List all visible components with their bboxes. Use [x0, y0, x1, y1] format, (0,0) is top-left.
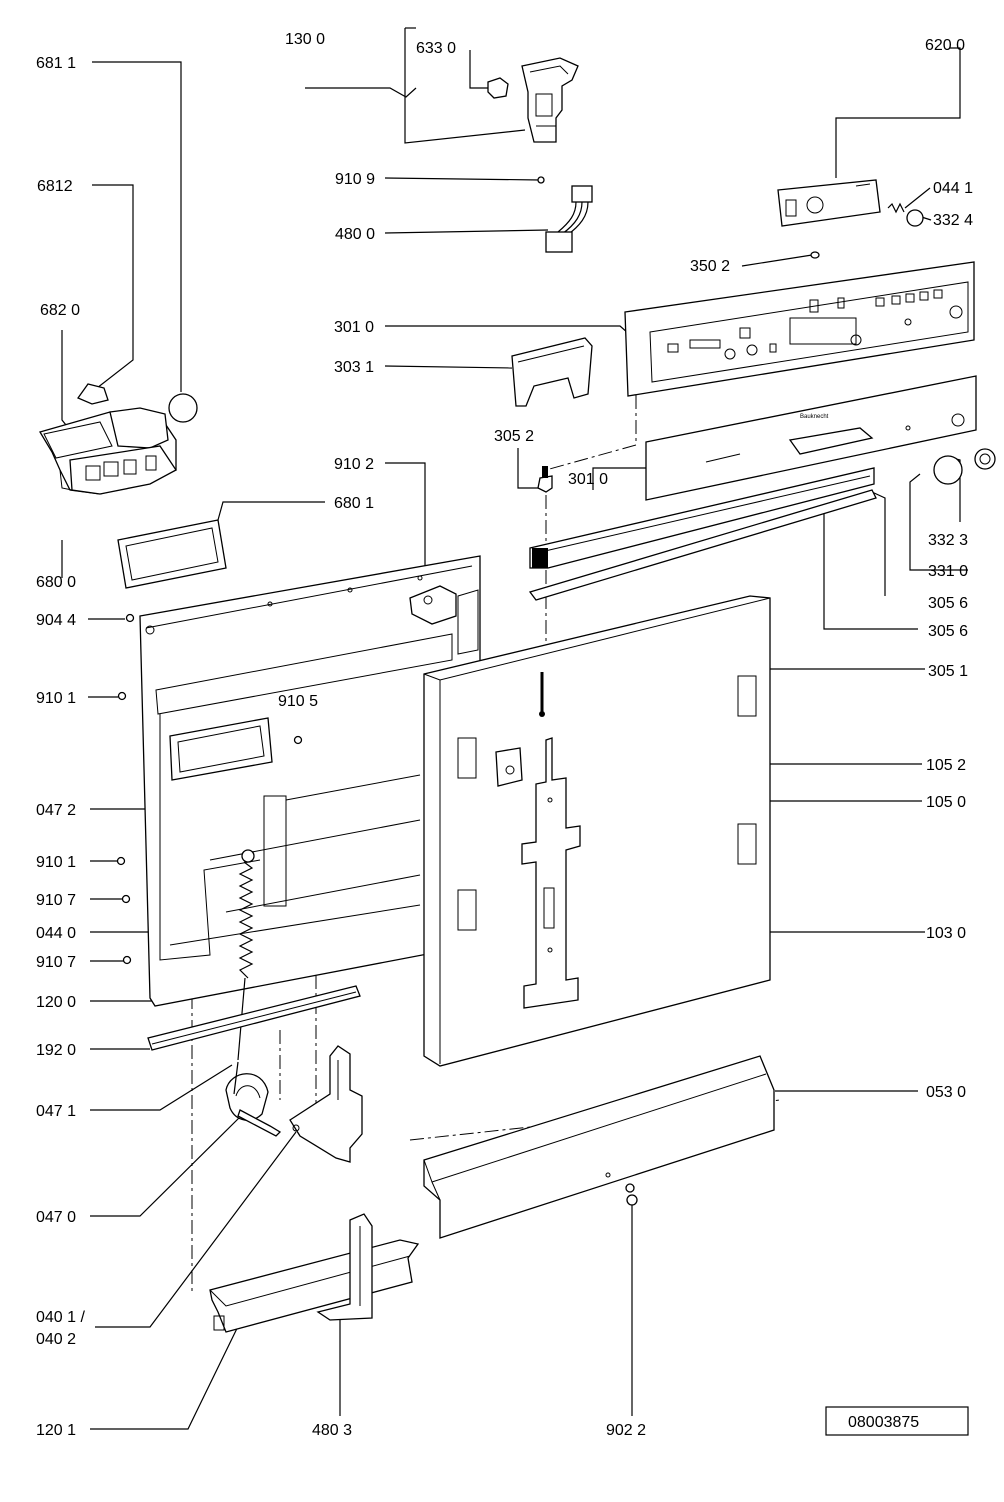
callout-3031: 303 1: [334, 359, 374, 376]
callout-1201: 120 1: [36, 1422, 76, 1439]
callout-0441: 044 1: [933, 180, 973, 197]
callout-3052: 305 2: [494, 428, 534, 445]
callout-6811: 681 1: [36, 55, 76, 72]
part-9102-hinge-bracket: [409, 585, 457, 625]
part-3324-button: [906, 209, 924, 227]
part-9107-screw-b: [122, 955, 132, 965]
callout-9107b: 910 7: [36, 954, 76, 971]
callout-1920: 192 0: [36, 1042, 76, 1059]
callout-9101a: 910 1: [36, 690, 76, 707]
callout-9109: 910 9: [335, 171, 375, 188]
callout-6330: 633 0: [416, 40, 456, 57]
callout-0530: 053 0: [926, 1084, 966, 1101]
part-3502-clip: [810, 251, 820, 259]
callout-0471: 047 1: [36, 1103, 76, 1120]
callout-3056b: 305 6: [928, 623, 968, 640]
part-0530-kick-plate: [423, 1055, 775, 1239]
callout-9102: 910 2: [334, 456, 374, 473]
callout-1300: 130 0: [285, 31, 325, 48]
part-4800-wiring-harness: [545, 185, 593, 253]
callout-4803: 480 3: [312, 1422, 352, 1439]
drawing-number: 08003875: [848, 1414, 919, 1431]
part-9044-screw: [125, 613, 135, 623]
part-3051-rod: [539, 672, 545, 717]
part-9105-screw: [293, 735, 303, 745]
callout-1200: 120 0: [36, 994, 76, 1011]
callout-9044: 904 4: [36, 612, 76, 629]
callout-6200: 620 0: [925, 37, 965, 54]
part-3310-knob: [933, 455, 963, 485]
callout-3010a: 301 0: [334, 319, 374, 336]
part-3010-fascia-panel: Bauknecht: [645, 375, 977, 501]
callout-3323: 332 3: [928, 532, 968, 549]
panel-brand-text: Bauknecht: [800, 414, 829, 420]
callout-0472: 047 2: [36, 802, 76, 819]
callout-0470: 047 0: [36, 1209, 76, 1226]
part-4803-cable-bracket: [316, 1213, 373, 1321]
callout-6812: 6812: [37, 178, 73, 195]
part-9101-screw-b: [116, 856, 126, 866]
part-0441-spring: [887, 202, 905, 214]
part-1201-bottom-strip: [209, 1239, 420, 1333]
callout-4800: 480 0: [335, 226, 375, 243]
callout-labels: 681 1 130 0 633 0 620 0 6812 910 9 044 1…: [36, 31, 973, 1439]
part-liner-dispenser-opening: [169, 717, 273, 781]
part-6820-wedge: [77, 383, 109, 405]
callout-3310: 331 0: [928, 563, 968, 580]
part-0471-hinge-arm: [225, 1061, 269, 1121]
part-3056-trim-strip-lower: [528, 489, 877, 601]
part-3052-pin: [537, 466, 553, 493]
drawing-number-box: 08003875: [825, 1406, 969, 1436]
callout-9105: 910 5: [278, 693, 318, 710]
part-9107-screw-a: [121, 894, 131, 904]
callout-1052: 105 2: [926, 757, 966, 774]
part-6811-round-plug: [168, 393, 198, 423]
part-6801-gasket: [117, 519, 227, 589]
part-1920-rail: [147, 985, 361, 1051]
part-3010-control-panel: [624, 261, 975, 397]
part-1052-latch-clip: [495, 747, 523, 787]
callout-1030: 103 0: [926, 925, 966, 942]
part-3031-bracket: [511, 337, 593, 407]
callout-3056a: 305 6: [928, 595, 968, 612]
callout-6800: 680 0: [36, 574, 76, 591]
part-9101-screw-a: [117, 691, 127, 701]
callout-6820: 682 0: [40, 302, 80, 319]
part-1030-outer-door-panel: [423, 595, 771, 1067]
callout-3051: 305 1: [928, 663, 968, 680]
callout-6801: 680 1: [334, 495, 374, 512]
callout-3502: 350 2: [690, 258, 730, 275]
callout-0401: 040 1 /: [36, 1309, 85, 1326]
part-0401-hinge-plate: [289, 1045, 363, 1163]
callout-9107a: 910 7: [36, 892, 76, 909]
part-1200-inner-door-liner: [139, 555, 481, 1007]
callout-0440: 044 0: [36, 925, 76, 942]
callout-3010b: 301 0: [568, 471, 608, 488]
part-1050-reinforcement-bracket: [521, 737, 581, 1009]
part-3323-knob-cap: [974, 448, 996, 470]
part-9109-screw: [537, 176, 545, 184]
callout-9022: 902 2: [606, 1422, 646, 1439]
part-6800-detergent-dispenser: [39, 407, 177, 495]
part-3056-trim-strip-upper: [529, 467, 875, 569]
callout-9101b: 910 1: [36, 854, 76, 871]
part-9022-screw: [625, 1183, 638, 1206]
callout-3324: 332 4: [933, 212, 973, 229]
part-6200-control-module: [777, 179, 881, 227]
callout-1050: 105 0: [926, 794, 966, 811]
callout-0402: 040 2: [36, 1331, 76, 1348]
part-0470-lever: [237, 1109, 282, 1137]
part-1300-switch-assembly: [487, 57, 579, 143]
